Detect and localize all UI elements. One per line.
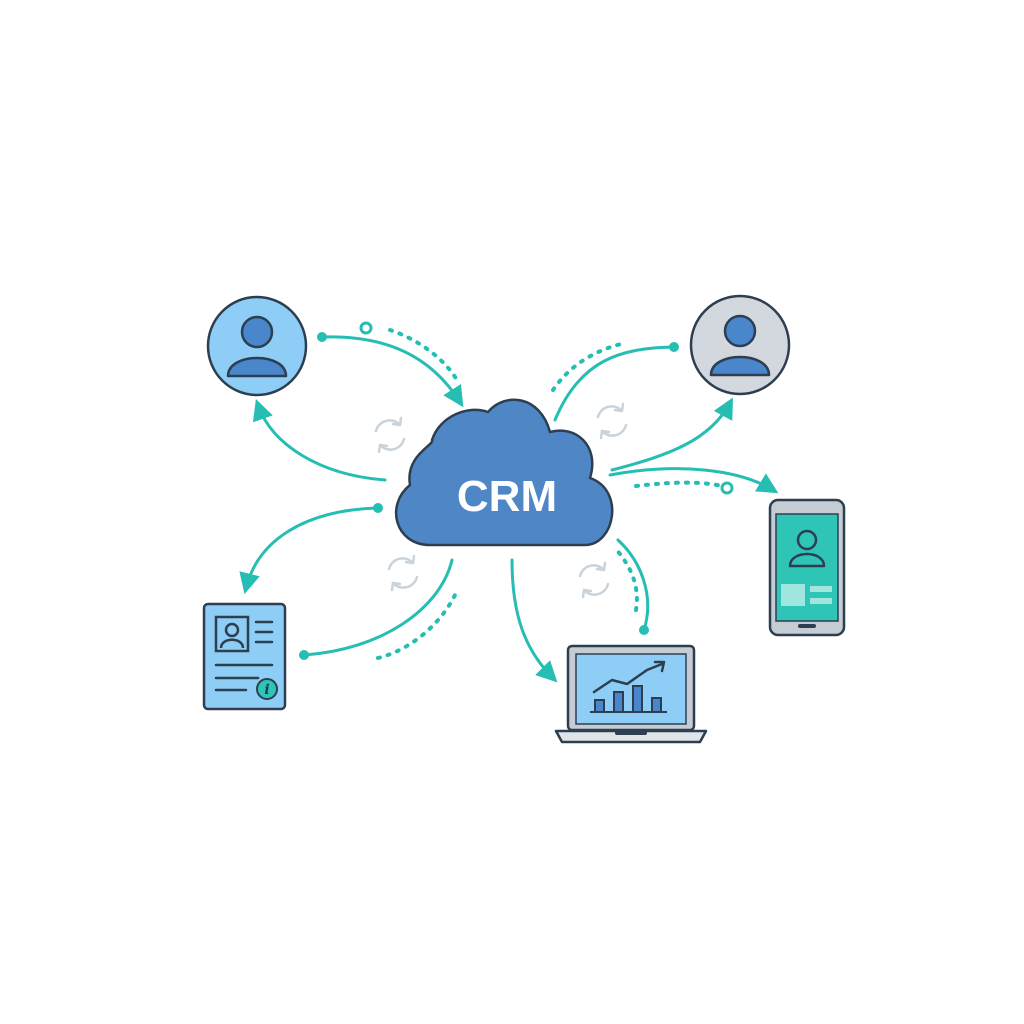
connector-dotted (634, 480, 724, 488)
trend-line-icon (592, 662, 664, 694)
bar-chart-icon (594, 685, 662, 713)
connector-dotted (551, 341, 627, 392)
connector-dot (373, 503, 383, 513)
connector-crm-to-mobile (608, 467, 779, 494)
connector-dot-hollow (720, 481, 734, 495)
sync-icon (387, 554, 419, 592)
connector-avatar-tl-to-crm (320, 335, 464, 408)
connector-dot (669, 342, 679, 352)
connector-crm-to-laptop (510, 558, 558, 683)
connector-dot (299, 650, 309, 660)
smartphone-contact-icon[interactable] (768, 498, 846, 637)
user-avatar-icon (709, 314, 771, 377)
contact-card-document-icon[interactable]: i (202, 602, 287, 711)
connector-dotted (376, 593, 457, 660)
connector-crm-to-avatar-tl (252, 399, 387, 482)
user-avatar-icon (226, 315, 288, 378)
connector-dot (639, 625, 649, 635)
connector-dot (317, 332, 327, 342)
connector-crm-to-record (239, 506, 380, 595)
crm-label: CRM (457, 472, 557, 521)
connectors (239, 321, 779, 683)
info-badge-icon: i (256, 678, 278, 700)
crm-cloud-hub[interactable]: CRM (394, 398, 614, 547)
cloud-icon (394, 398, 614, 547)
sync-icon (374, 416, 406, 454)
connector-record-to-crm (302, 558, 454, 657)
connector-dot-hollow (359, 321, 373, 335)
connector-dotted (613, 546, 639, 612)
connector-crm-to-avatar-tr-upper (553, 345, 676, 422)
sync-icon (596, 402, 628, 440)
connector-dotted (388, 328, 459, 382)
sync-icons (374, 402, 628, 599)
laptop-analytics-chart-icon[interactable] (554, 644, 708, 744)
connector-crm-to-avatar-tr (610, 397, 733, 472)
customer-avatar-top-right[interactable] (689, 294, 791, 396)
connector-laptop-to-crm (616, 538, 650, 632)
svg-text:i: i (264, 682, 269, 698)
customer-avatar-top-left[interactable] (206, 295, 308, 397)
sync-icon (578, 561, 610, 599)
